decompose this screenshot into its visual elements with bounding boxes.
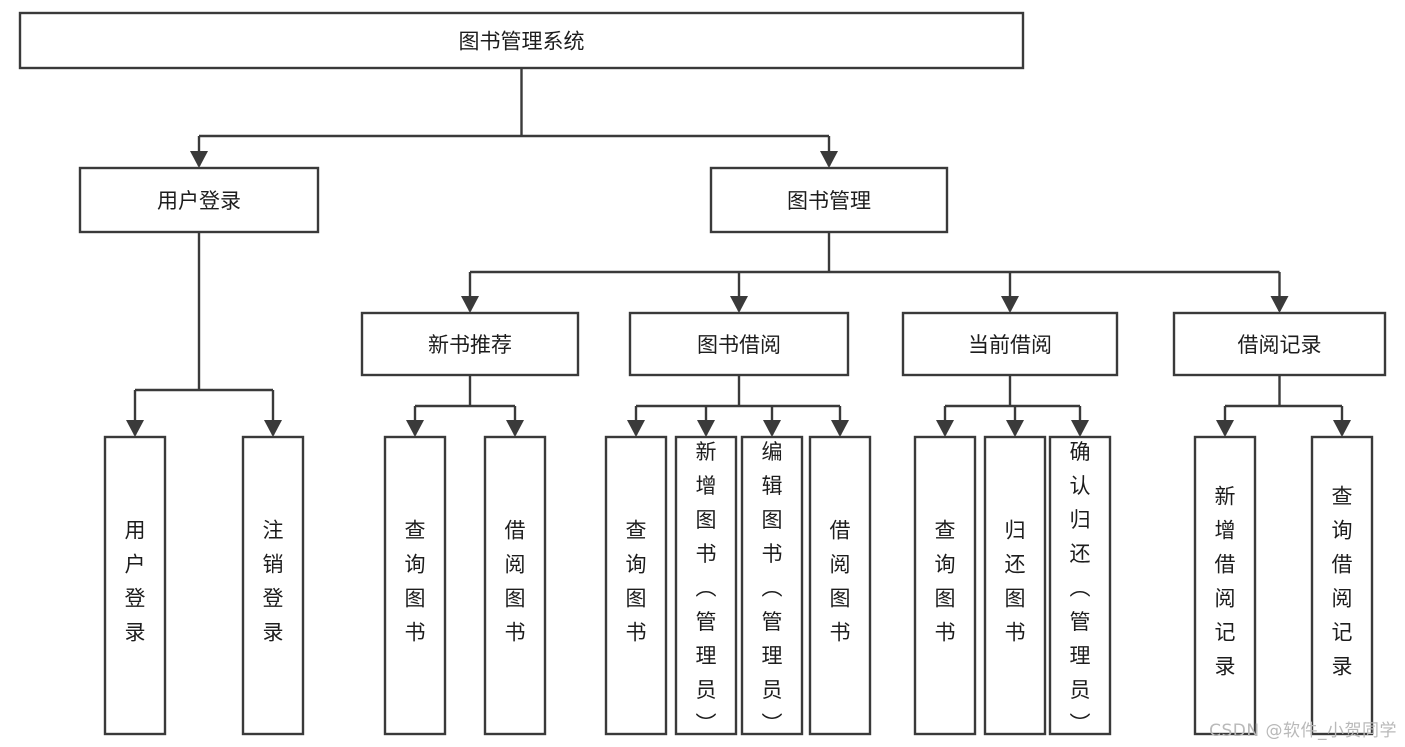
flow-node-l3-3[interactable]: 借阅记录	[1172, 311, 1387, 377]
node-box	[103, 435, 167, 736]
node-box	[18, 11, 1025, 70]
node-box	[709, 166, 949, 234]
connector-arrowhead-45	[1071, 420, 1089, 437]
node-box	[913, 435, 977, 736]
connector-arrowhead-41	[936, 420, 954, 437]
node-box	[360, 311, 580, 377]
node-label: 查询图书	[935, 519, 956, 645]
node-label: 新书推荐	[428, 333, 512, 357]
connector-arrowhead-25	[406, 420, 424, 437]
node-box	[901, 311, 1119, 377]
node-label: 借阅图书	[505, 519, 526, 645]
flow-node-leaf-12[interactable]: 查询借阅记录	[1310, 435, 1374, 736]
node-label: 查询图书	[626, 519, 647, 645]
node-box	[1048, 435, 1112, 736]
connector-arrowhead-37	[831, 420, 849, 437]
node-label: 编辑图书︵管理员︶	[762, 440, 783, 736]
flow-node-l3-0[interactable]: 新书推荐	[360, 311, 580, 377]
flow-node-leaf-2[interactable]: 查询图书	[383, 435, 447, 736]
node-box	[483, 435, 547, 736]
node-box	[1310, 435, 1374, 736]
connector-arrowhead-51	[1333, 420, 1351, 437]
connector-arrowhead-43	[1006, 420, 1024, 437]
node-box	[241, 435, 305, 736]
flow-node-leaf-0[interactable]: 用户登录	[103, 435, 167, 736]
node-box	[1193, 435, 1257, 736]
flow-node-leaf-3[interactable]: 借阅图书	[483, 435, 547, 736]
connector-arrowhead-5	[820, 151, 838, 168]
connector-arrowhead-3	[190, 151, 208, 168]
connector-arrowhead-19	[126, 420, 144, 437]
connector-arrowhead-49	[1216, 420, 1234, 437]
flow-node-leaf-6[interactable]: 编辑图书︵管理员︶	[740, 435, 804, 736]
node-box	[983, 435, 1047, 736]
node-label: 用户登录	[157, 189, 241, 213]
flow-node-leaf-5[interactable]: 新增图书︵管理员︶	[674, 435, 738, 736]
flow-node-root-0[interactable]: 图书管理系统	[18, 11, 1025, 70]
connector-arrowhead-27	[506, 420, 524, 437]
connector-arrowhead-35	[763, 420, 781, 437]
node-box	[604, 435, 668, 736]
connector-arrowhead-11	[730, 296, 748, 313]
node-label: 查询借阅记录	[1332, 485, 1353, 679]
connector-layer	[126, 68, 1351, 437]
connector-arrowhead-33	[697, 420, 715, 437]
node-label: 图书管理系统	[459, 30, 585, 54]
connector-arrowhead-15	[1270, 296, 1289, 313]
flow-node-leaf-4[interactable]: 查询图书	[604, 435, 668, 736]
connector-arrowhead-9	[461, 296, 479, 313]
connector-arrowhead-31	[627, 420, 645, 437]
node-label: 借阅图书	[830, 519, 851, 645]
node-box	[808, 435, 872, 736]
node-label: 确认归还︵管理员︶	[1070, 440, 1091, 736]
node-label: 借阅记录	[1238, 333, 1322, 357]
node-label: 图书管理	[787, 189, 871, 213]
flow-node-l3-2[interactable]: 当前借阅	[901, 311, 1119, 377]
node-label: 归还图书	[1005, 519, 1026, 645]
flow-node-leaf-8[interactable]: 查询图书	[913, 435, 977, 736]
flow-node-l2-0[interactable]: 用户登录	[78, 166, 320, 234]
node-box	[740, 435, 804, 736]
flow-node-leaf-9[interactable]: 归还图书	[983, 435, 1047, 736]
connector-arrowhead-21	[264, 420, 282, 437]
node-label: 用户登录	[125, 519, 146, 645]
node-layer: 图书管理系统用户登录图书管理新书推荐图书借阅当前借阅借阅记录用户登录注销登录查询…	[18, 11, 1387, 736]
flow-node-leaf-1[interactable]: 注销登录	[241, 435, 305, 736]
node-label: 当前借阅	[968, 333, 1052, 357]
flow-node-l2-1[interactable]: 图书管理	[709, 166, 949, 234]
connector-arrowhead-13	[1001, 296, 1019, 313]
node-label: 查询图书	[405, 519, 426, 645]
flow-node-leaf-11[interactable]: 新增借阅记录	[1193, 435, 1257, 736]
flow-node-l3-1[interactable]: 图书借阅	[628, 311, 850, 377]
flow-node-leaf-7[interactable]: 借阅图书	[808, 435, 872, 736]
node-box	[383, 435, 447, 736]
flow-node-leaf-10[interactable]: 确认归还︵管理员︶	[1048, 435, 1112, 736]
node-label: 新增借阅记录	[1215, 485, 1236, 679]
node-box	[628, 311, 850, 377]
node-label: 图书借阅	[697, 333, 781, 357]
node-label: 新增图书︵管理员︶	[696, 440, 717, 736]
node-box	[1172, 311, 1387, 377]
node-box	[674, 435, 738, 736]
node-label: 注销登录	[263, 519, 284, 645]
node-box	[78, 166, 320, 234]
